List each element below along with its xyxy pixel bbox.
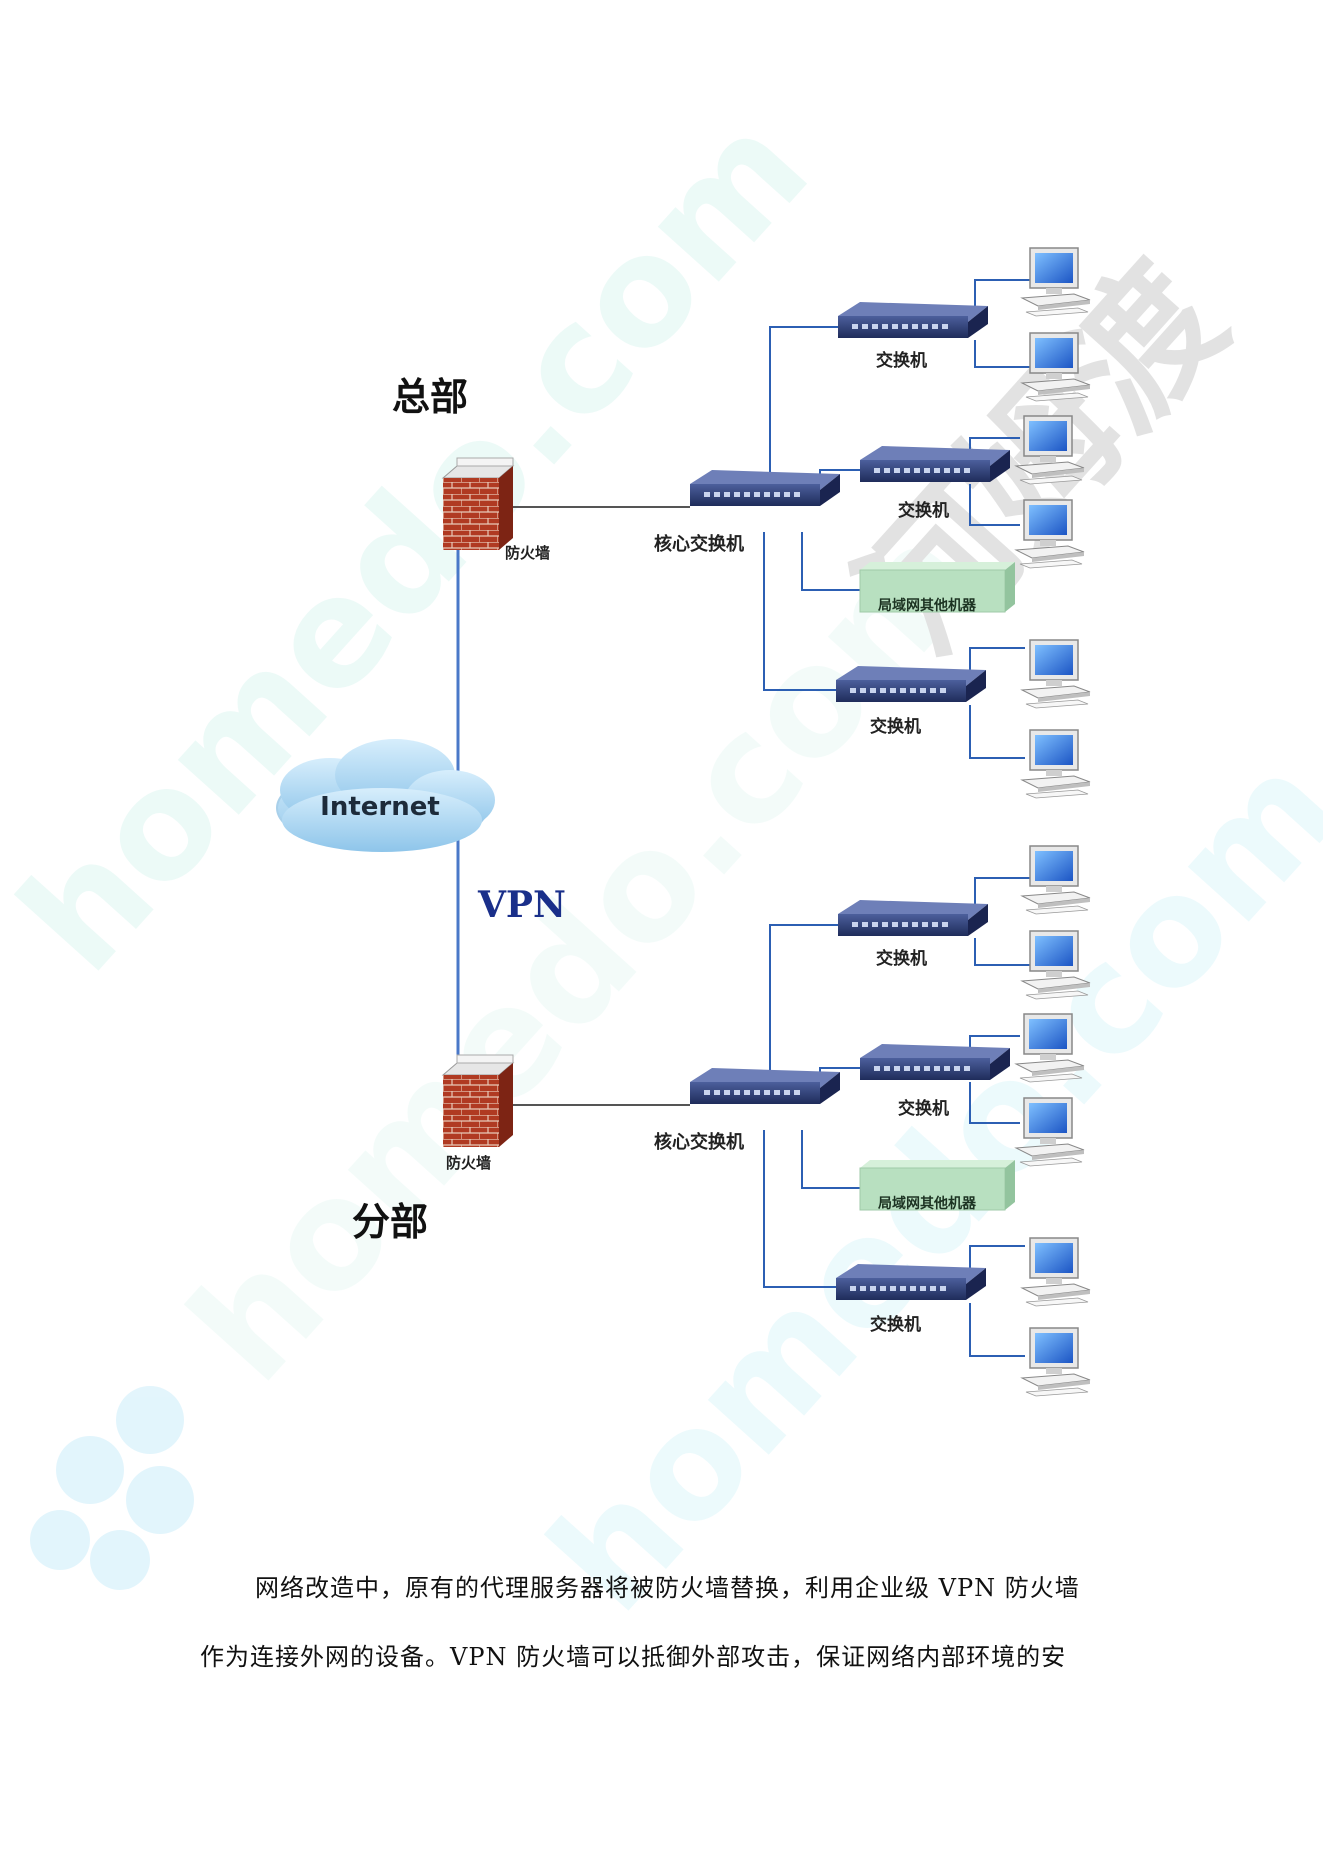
branch-computer-5-icon [1022,1238,1090,1306]
hq-core-switch-icon [690,470,840,506]
branch-core-switch-icon [690,1068,840,1104]
branch-title: 分部 [352,1200,428,1244]
branch-lan-box: 局域网其他机器 [860,1160,1015,1212]
internet-label: Internet [320,792,440,822]
headquarters-title: 总部 [392,375,468,419]
watermark-flower-icon [30,1386,194,1590]
hq-firewall-icon [443,458,513,550]
hq-switch-2-icon [860,446,1010,482]
paragraph-line-2: 作为连接外网的设备。VPN 防火墙可以抵御外部攻击，保证网络内部环境的安 [200,1637,1130,1672]
branch-computer-6-icon [1022,1328,1090,1396]
hq-computer-6-icon [1022,730,1090,798]
branch-switch-3-icon [836,1264,986,1300]
branch-switch-3-label: 交换机 [870,1314,921,1335]
branch-switch-2-label: 交换机 [898,1098,949,1119]
hq-switch-1-label: 交换机 [876,350,927,371]
hq-switch-3-label: 交换机 [870,716,921,737]
hq-firewall-label: 防火墙 [505,544,550,562]
branch-switch-1-icon [838,900,988,936]
hq-computer-5-icon [1022,640,1090,708]
paragraph-line-1: 网络改造中，原有的代理服务器将被防火墙替换，利用企业级 VPN 防火墙 [255,1568,1185,1603]
branch-firewall-label: 防火墙 [446,1154,491,1172]
vpn-label: VPN [477,884,566,926]
branch-lan-box-label: 局域网其他机器 [878,1195,977,1212]
branch-switch-2-icon [860,1044,1010,1080]
branch-core-switch-label: 核心交换机 [654,1131,744,1153]
watermark: homedo.com homedo.com homedo.com 河姆渡 [0,82,1323,1644]
hq-switch-2-label: 交换机 [898,500,949,521]
hq-lan-box-label: 局域网其他机器 [878,597,977,614]
hq-switch-3-icon [836,666,986,702]
hq-switch-1-icon [838,302,988,338]
hq-core-switch-label: 核心交换机 [654,533,744,555]
branch-firewall-icon [443,1055,513,1147]
branch-switch-1-label: 交换机 [876,948,927,969]
hq-lan-box: 局域网其他机器 [860,562,1015,614]
